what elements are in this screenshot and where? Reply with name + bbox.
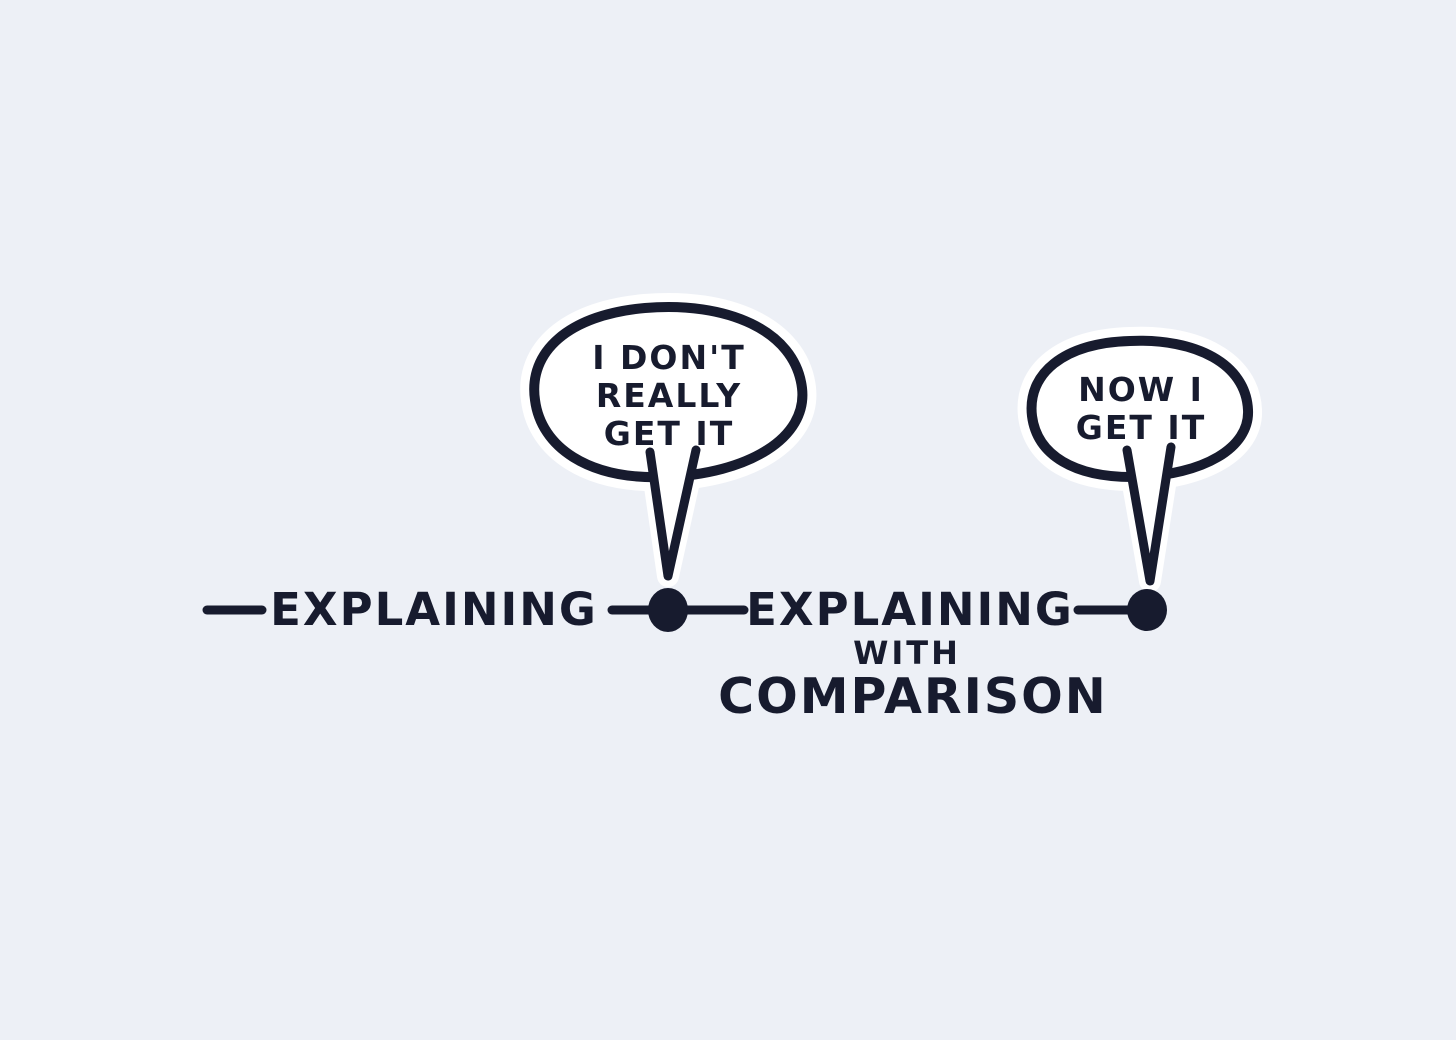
speech-bubble-2-tail (1122, 442, 1176, 586)
stage1-label: EXPLAINING (270, 583, 598, 636)
speech-bubble-1-body (529, 302, 808, 483)
speech-bubble-1-tail (645, 445, 701, 581)
stage2-sublabel-with: WITH (853, 634, 961, 672)
speech-bubble-2 (1017, 326, 1262, 592)
speech-bubble-2-text: NOW I GET IT (1075, 370, 1207, 447)
speech-bubble-1 (520, 293, 817, 587)
stage2-sublabel-comparison: COMPARISON (718, 668, 1108, 725)
speech-bubble-1-text: I DON'T REALLY GET IT (592, 338, 746, 453)
speech-bubble-2-body (1026, 335, 1254, 483)
timeline-node-1 (648, 588, 688, 632)
stage2-label: EXPLAINING (746, 583, 1074, 636)
timeline-node-2 (1127, 589, 1167, 631)
